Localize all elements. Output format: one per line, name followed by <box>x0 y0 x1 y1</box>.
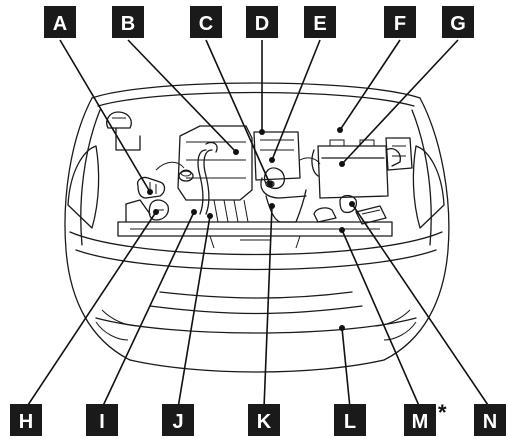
callout-M-text: M <box>412 411 429 433</box>
callout-E-text: E <box>313 13 326 35</box>
callout-J: J <box>162 404 194 436</box>
callout-N: N <box>474 404 506 436</box>
callout-I-text: I <box>99 411 105 433</box>
callout-M: M * <box>404 400 447 436</box>
leader-lines <box>26 40 490 408</box>
callout-G-text: G <box>450 13 466 35</box>
callout-C: C <box>190 6 222 38</box>
callout-C-text: C <box>199 13 213 35</box>
callout-F: F <box>384 6 416 38</box>
callout-G: G <box>442 6 474 38</box>
callout-L: L <box>334 404 366 436</box>
footnote-asterisk: * <box>438 400 447 425</box>
callout-J-text: J <box>172 411 183 433</box>
callout-B: B <box>112 6 144 38</box>
callout-D: D <box>246 6 278 38</box>
callout-B-text: B <box>121 13 135 35</box>
callout-L-text: L <box>344 411 356 433</box>
callout-E: E <box>304 6 336 38</box>
callout-D-text: D <box>255 13 269 35</box>
callout-H: H <box>10 404 42 436</box>
callout-I: I <box>86 404 118 436</box>
callout-K: K <box>248 404 280 436</box>
callout-N-text: N <box>483 411 497 433</box>
callout-K-text: K <box>257 411 272 433</box>
callout-F-text: F <box>394 13 406 35</box>
car-front-illustration <box>65 83 449 372</box>
callout-A: A <box>44 6 76 38</box>
callout-A-text: A <box>53 13 67 35</box>
callout-H-text: H <box>19 411 33 433</box>
